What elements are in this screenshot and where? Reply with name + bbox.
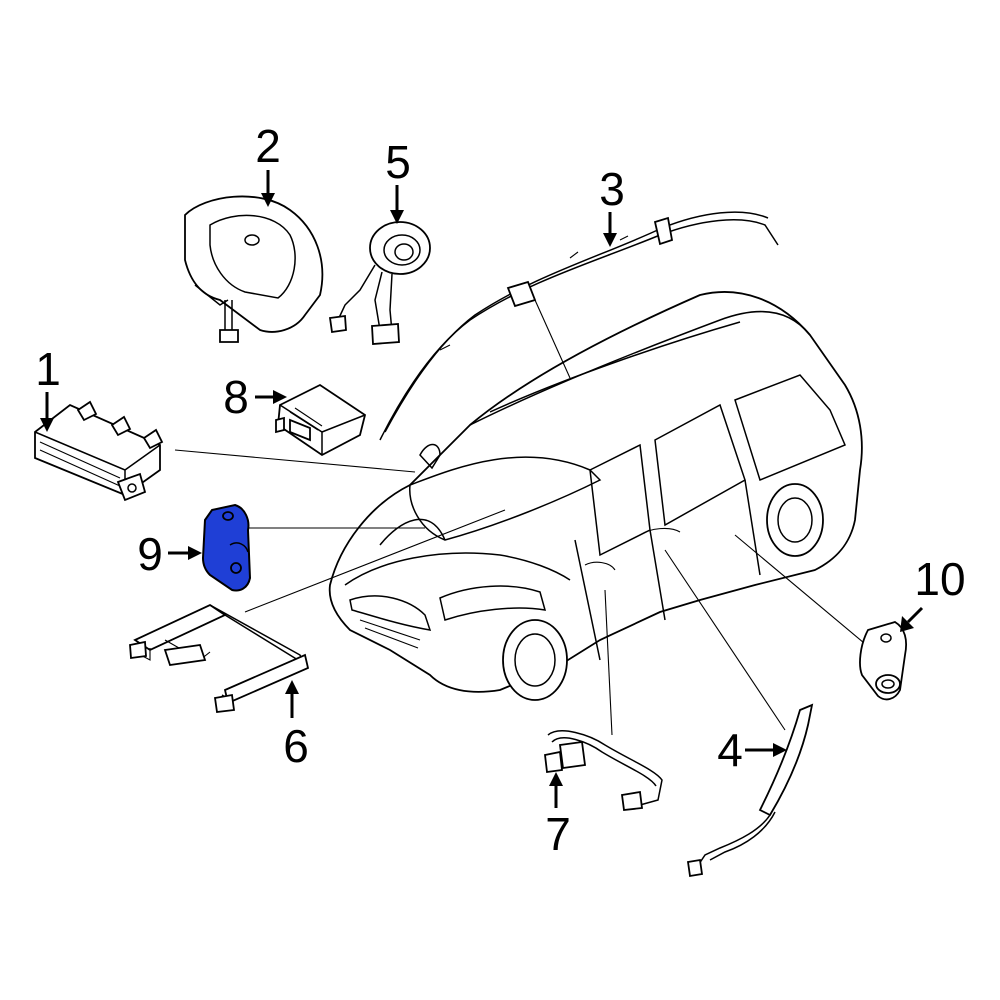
leader-lines — [174, 299, 871, 736]
vehicle — [328, 291, 863, 701]
callout-10: 10 — [914, 553, 965, 605]
callout-2: 2 — [255, 120, 281, 172]
callout-3: 3 — [599, 163, 625, 215]
part-9-impact-sensor[interactable] — [201, 503, 252, 592]
part-7-wire-harness[interactable] — [544, 730, 663, 811]
callout-9: 9 — [137, 528, 163, 580]
callout-arrows — [40, 170, 924, 808]
callout-1: 1 — [35, 343, 61, 395]
callout-8: 8 — [223, 371, 249, 423]
part-3-curtain-airbag[interactable] — [379, 211, 779, 441]
callout-6: 6 — [283, 720, 309, 772]
callout-labels: 1 2 3 4 5 6 7 8 9 10 — [35, 120, 965, 860]
part-6-seat-sensor[interactable] — [129, 603, 310, 713]
callout-5: 5 — [385, 136, 411, 188]
part-2-steering-wheel-airbag[interactable] — [184, 195, 324, 343]
part-10-front-sensor[interactable] — [859, 621, 908, 701]
part-4-side-airbag[interactable] — [686, 703, 814, 878]
callout-7: 7 — [545, 808, 571, 860]
part-8-control-module[interactable] — [275, 383, 367, 457]
callout-4: 4 — [717, 724, 743, 776]
part-5-clock-spring[interactable] — [328, 221, 431, 345]
part-1-module[interactable] — [34, 400, 164, 502]
